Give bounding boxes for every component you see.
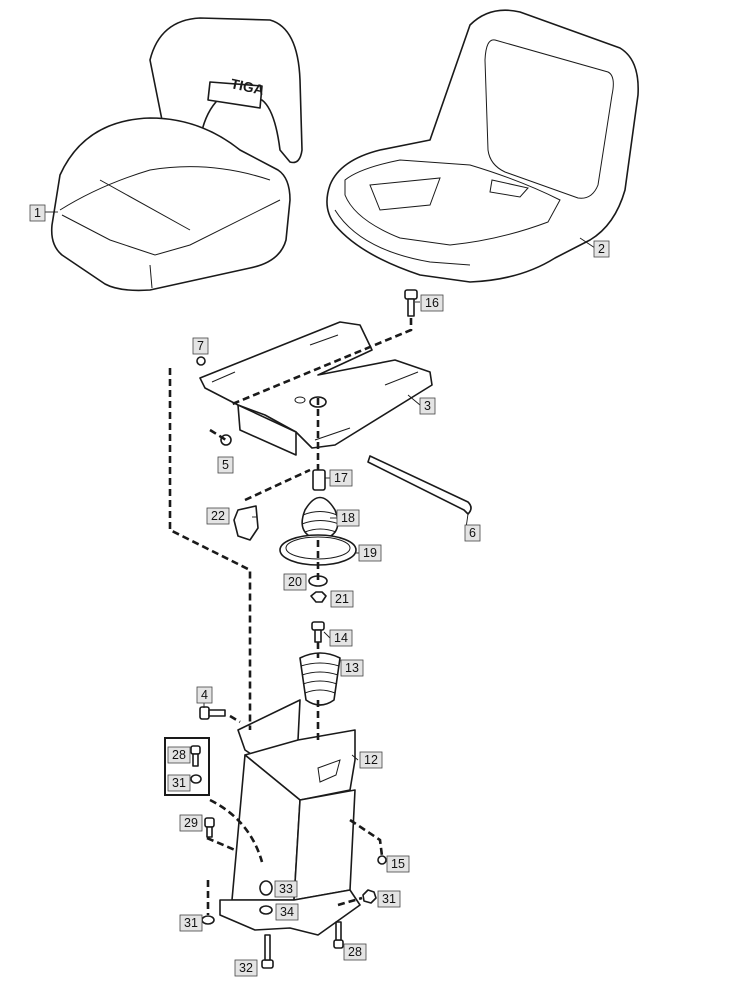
nut-21 bbox=[310, 591, 327, 603]
callout-3: 3 bbox=[419, 397, 436, 415]
svg-text:31: 31 bbox=[172, 776, 186, 790]
callout-32: 32 bbox=[234, 959, 258, 977]
callout-7: 7 bbox=[192, 337, 209, 355]
callout-1: 1 bbox=[29, 204, 46, 222]
svg-text:19: 19 bbox=[363, 546, 377, 560]
svg-text:34: 34 bbox=[280, 905, 294, 919]
svg-text:7: 7 bbox=[197, 339, 204, 353]
svg-text:33: 33 bbox=[279, 882, 293, 896]
callout-29: 29 bbox=[179, 814, 203, 832]
svg-text:2: 2 bbox=[598, 242, 605, 256]
svg-text:20: 20 bbox=[288, 575, 302, 589]
callout-33: 33 bbox=[274, 880, 298, 898]
bolt-28-inset bbox=[190, 745, 201, 767]
svg-text:31: 31 bbox=[382, 892, 396, 906]
disc-19 bbox=[279, 534, 357, 566]
bolt-32 bbox=[261, 934, 274, 969]
callout-2: 2 bbox=[593, 240, 610, 258]
spring-18 bbox=[301, 469, 340, 541]
cap-33 bbox=[259, 880, 273, 896]
bolt-16 bbox=[404, 289, 418, 317]
inset-box bbox=[164, 737, 210, 796]
bracket-22 bbox=[233, 505, 259, 541]
svg-text:18: 18 bbox=[341, 511, 355, 525]
svg-text:5: 5 bbox=[222, 458, 229, 472]
seat-2-pan bbox=[326, 9, 639, 283]
callout-28-inset: 28 bbox=[167, 746, 191, 764]
seat-post-bracket-12 bbox=[219, 699, 361, 936]
svg-text:15: 15 bbox=[391, 857, 405, 871]
callout-31-left: 31 bbox=[179, 914, 203, 932]
bolt-14 bbox=[311, 621, 325, 643]
seat-mounting-plate-3 bbox=[199, 321, 433, 456]
callout-20: 20 bbox=[283, 573, 307, 591]
nut-31-right bbox=[362, 889, 377, 904]
callout-13: 13 bbox=[340, 659, 364, 677]
nut-7 bbox=[196, 356, 206, 366]
callout-15: 15 bbox=[386, 855, 410, 873]
callout-12: 12 bbox=[359, 751, 383, 769]
washer-31-inset bbox=[190, 774, 202, 784]
callout-16: 16 bbox=[420, 294, 444, 312]
bolt-29 bbox=[204, 817, 215, 838]
svg-text:13: 13 bbox=[345, 661, 359, 675]
svg-text:12: 12 bbox=[364, 753, 378, 767]
washer-34 bbox=[259, 905, 273, 915]
svg-text:3: 3 bbox=[424, 399, 431, 413]
svg-text:32: 32 bbox=[239, 961, 253, 975]
svg-text:21: 21 bbox=[335, 592, 349, 606]
callout-31-inset: 31 bbox=[167, 774, 191, 792]
assembly-lines bbox=[168, 318, 413, 915]
bolt-28-lower bbox=[333, 921, 344, 949]
svg-text:14: 14 bbox=[334, 631, 348, 645]
callout-5: 5 bbox=[217, 456, 234, 474]
callout-31-right: 31 bbox=[377, 890, 401, 908]
svg-text:1: 1 bbox=[34, 206, 41, 220]
callout-34: 34 bbox=[275, 903, 299, 921]
callout-22: 22 bbox=[206, 507, 230, 525]
svg-text:31: 31 bbox=[184, 916, 198, 930]
callout-19: 19 bbox=[358, 544, 382, 562]
callout-14: 14 bbox=[329, 629, 353, 647]
svg-text:17: 17 bbox=[334, 471, 348, 485]
nut-31-left bbox=[201, 915, 215, 925]
callout-21: 21 bbox=[330, 590, 354, 608]
bellows-13 bbox=[299, 652, 341, 706]
callout-4: 4 bbox=[196, 686, 213, 704]
svg-text:22: 22 bbox=[211, 509, 225, 523]
bolt-4 bbox=[199, 706, 226, 720]
nut-15 bbox=[377, 855, 387, 865]
callout-17: 17 bbox=[329, 469, 353, 487]
callout-6: 6 bbox=[464, 524, 481, 542]
seat-logo-text: TIGA bbox=[229, 75, 265, 98]
svg-text:28: 28 bbox=[172, 748, 186, 762]
svg-text:29: 29 bbox=[184, 816, 198, 830]
svg-text:16: 16 bbox=[425, 296, 439, 310]
svg-text:28: 28 bbox=[348, 945, 362, 959]
callout-18: 18 bbox=[336, 509, 360, 527]
svg-text:4: 4 bbox=[201, 688, 208, 702]
adjust-lever-6 bbox=[367, 455, 472, 515]
callout-boxes: 1 2 16 7 3 5 17 18 22 6 19 20 21 14 13 4… bbox=[29, 204, 610, 977]
callout-28-lower: 28 bbox=[343, 943, 367, 961]
svg-text:6: 6 bbox=[469, 526, 476, 540]
seat-1-cushioned bbox=[50, 17, 303, 292]
